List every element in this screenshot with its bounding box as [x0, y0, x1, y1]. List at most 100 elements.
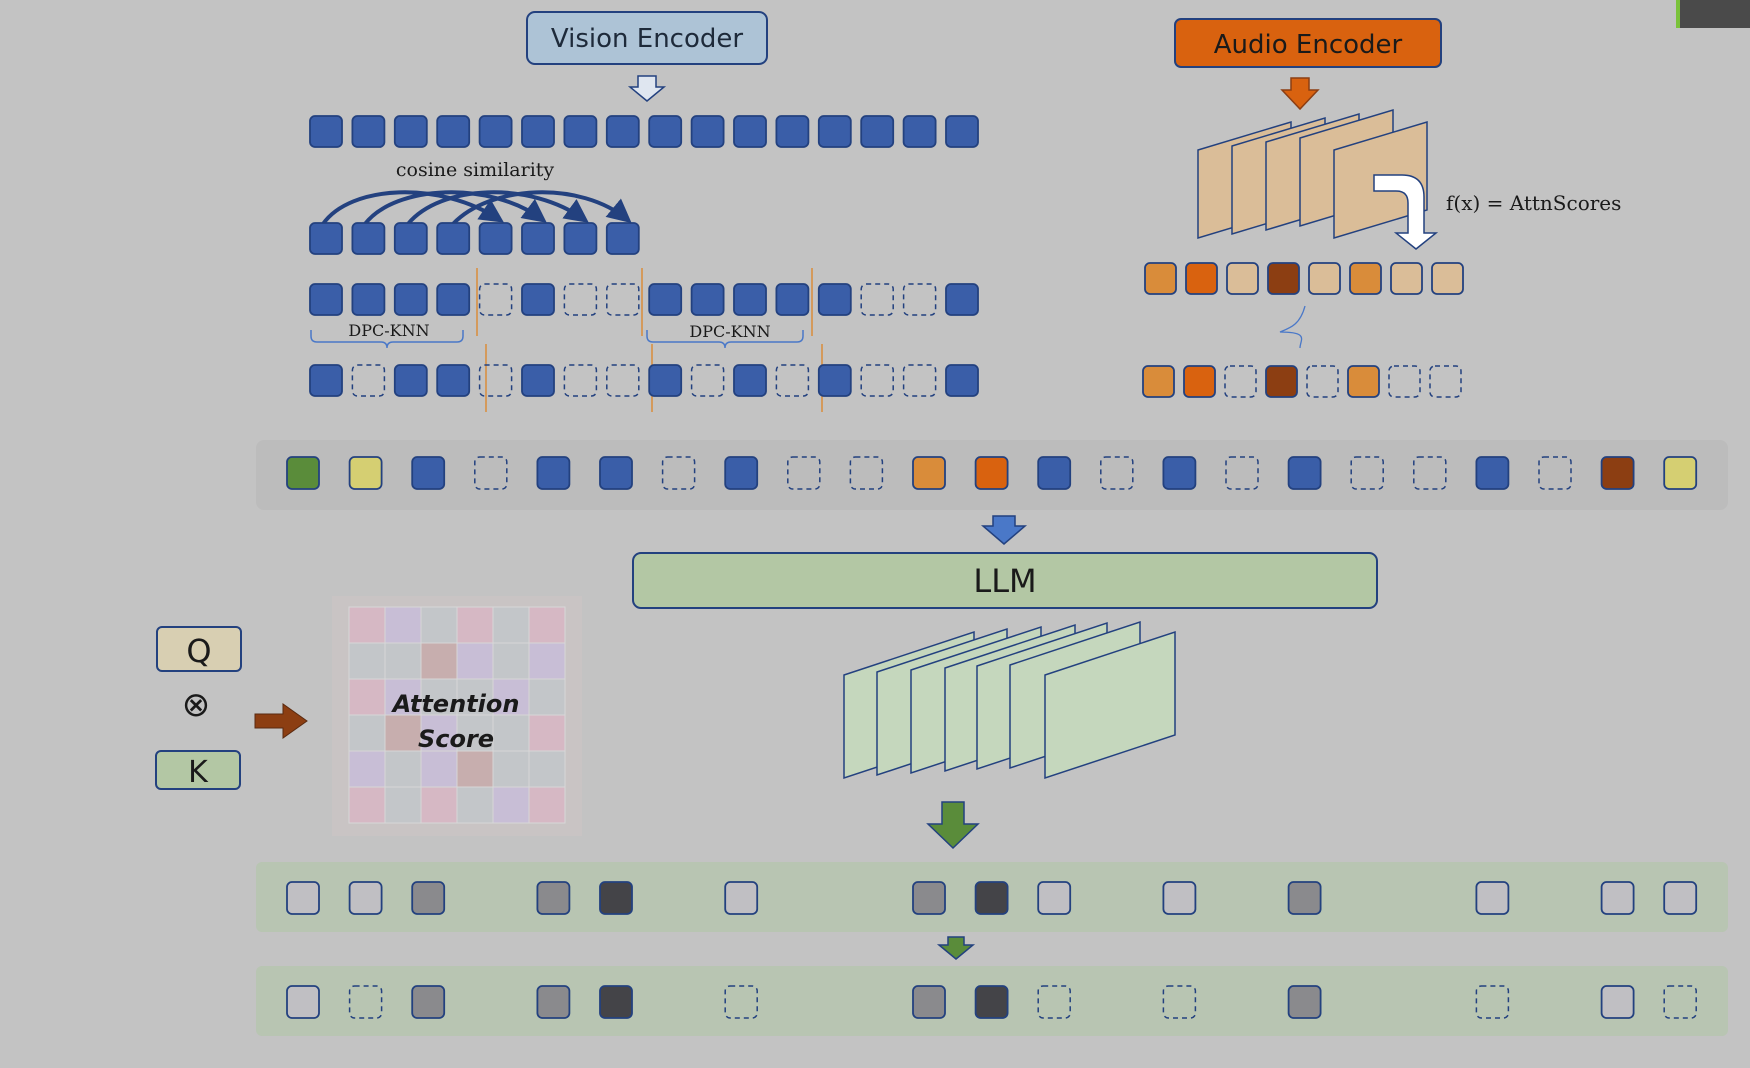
vision-token — [902, 115, 937, 148]
sequence-token — [974, 456, 1009, 490]
down-arrow-icon — [627, 75, 667, 102]
q-label: Q — [186, 632, 211, 670]
sequence-token — [661, 456, 696, 490]
output-token — [1600, 881, 1635, 915]
output-token — [1162, 881, 1197, 915]
vision-encoder-box — [526, 11, 768, 65]
vision-token — [521, 115, 555, 148]
output-token — [411, 881, 446, 915]
audio-encoder-label: Audio Encoder — [1214, 30, 1403, 60]
sequence-token — [1287, 456, 1322, 490]
audio-token — [1349, 262, 1382, 295]
output-token — [536, 881, 571, 915]
audio-encoder-box — [1174, 18, 1442, 68]
merged-token — [945, 364, 979, 397]
attention-cell — [456, 642, 494, 680]
audio-token — [1144, 262, 1177, 295]
cluster-token — [817, 283, 852, 316]
cluster-token — [690, 283, 725, 316]
down-arrow-icon — [936, 936, 976, 960]
attention-cell — [528, 750, 566, 788]
audio-token — [1390, 262, 1423, 295]
merged-token — [606, 364, 640, 397]
cluster-token — [775, 283, 810, 316]
vision-token — [945, 115, 979, 148]
attention-score-label: Score — [418, 725, 494, 753]
sequence-token — [1663, 456, 1698, 490]
cluster-token — [478, 283, 513, 316]
audio-token — [1308, 262, 1341, 295]
vision-token — [817, 115, 852, 148]
sequence-token — [286, 456, 320, 490]
merged-token — [478, 364, 513, 397]
merged-token — [817, 364, 852, 397]
merged-token — [436, 364, 471, 397]
output-token — [1037, 881, 1072, 915]
merged-token — [775, 364, 810, 397]
selected-token — [521, 222, 555, 255]
llm-label: LLM — [973, 562, 1036, 600]
sequence-token — [1162, 456, 1197, 490]
sequence-token — [474, 456, 508, 490]
down-arrow-icon — [980, 515, 1028, 545]
vision-token — [690, 115, 725, 148]
output-token — [1475, 881, 1510, 915]
attention-cell — [420, 750, 458, 788]
attention-cell — [348, 606, 386, 644]
selected-token — [393, 222, 428, 255]
vision-token — [605, 115, 640, 148]
attention-cell — [384, 714, 422, 752]
q-box — [156, 626, 242, 672]
curved-arrow — [1279, 305, 1306, 349]
corner-accent — [1676, 0, 1680, 28]
pruned-output-token — [536, 985, 571, 1019]
cluster-token — [309, 283, 343, 316]
vision-token — [733, 115, 767, 148]
cluster-token — [945, 283, 979, 316]
dpc-knn-label: DPC-KNN — [348, 321, 429, 340]
sequence-token — [912, 456, 946, 490]
vision-token — [393, 115, 428, 148]
attention-cell — [492, 714, 530, 752]
llm-box — [632, 552, 1378, 609]
corner-block — [1680, 0, 1750, 28]
attention-cell — [528, 786, 566, 824]
output-token — [348, 881, 383, 915]
merged-token — [393, 364, 428, 397]
merged-token — [351, 364, 386, 397]
sequence-token — [536, 456, 571, 490]
cluster-token — [606, 283, 640, 316]
attention-cell — [456, 606, 494, 644]
pruned-output-token — [348, 985, 383, 1019]
down-arrow-icon — [1280, 77, 1320, 111]
pruned-output-token — [1037, 985, 1071, 1019]
audio-token — [1226, 262, 1259, 295]
pruned-output-token — [1600, 985, 1635, 1019]
pruned-audio-token — [1183, 365, 1216, 398]
k-label: K — [188, 755, 209, 790]
attention-cell — [528, 606, 566, 644]
cluster-token — [733, 283, 767, 316]
k-box — [155, 750, 241, 790]
merged-token — [309, 364, 343, 397]
sequence-token — [1600, 456, 1635, 490]
sequence-token — [348, 456, 383, 490]
sequence-token — [787, 456, 821, 490]
pruned-output-token — [599, 985, 633, 1019]
attention-cell — [456, 714, 494, 752]
pruned-audio-token — [1388, 365, 1421, 398]
pruned-output-token — [1287, 985, 1322, 1019]
pruned-audio-token — [1429, 365, 1462, 398]
attention-arrow-icon — [1373, 174, 1439, 250]
sequence-token — [1413, 456, 1447, 490]
vision-token — [351, 115, 386, 148]
attention-cell — [348, 714, 386, 752]
output-token — [599, 881, 633, 915]
cluster-token — [521, 283, 555, 316]
attention-cell — [492, 642, 530, 680]
sequence-token — [1475, 456, 1510, 490]
vision-token — [309, 115, 343, 148]
cluster-token — [902, 283, 937, 316]
attention-cell — [384, 786, 422, 824]
